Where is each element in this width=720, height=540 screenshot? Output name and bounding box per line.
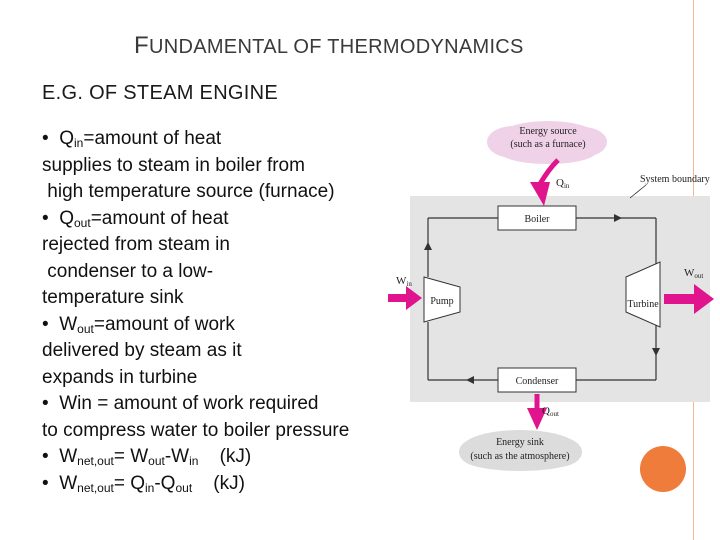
formula-heat-net: • Wnet,out= Qin-Qout (kJ) — [42, 472, 245, 495]
q-in-arrowhead — [530, 182, 550, 206]
bullet-qin-cont-1: supplies to steam in boiler from — [42, 154, 305, 176]
bullet-qin-cont-2: high temperature source (furnace) — [42, 181, 335, 202]
bullet-qout-cont-3: temperature sink — [42, 287, 184, 308]
system-boundary-leader — [629, 184, 647, 199]
decorative-orange-circle — [640, 446, 686, 492]
energy-source-label: Energy source — [519, 126, 577, 137]
q-in-arrow — [537, 158, 560, 186]
bullet-list: • Qin=amount of heat supplies to steam i… — [42, 126, 412, 497]
w-out-arrow — [664, 294, 696, 304]
q-in-label: Qin — [556, 177, 570, 190]
turbine-shape — [625, 261, 661, 328]
pump-label: Pump — [430, 296, 453, 307]
q-out-label: Qout — [542, 405, 559, 418]
w-out-arrowhead — [694, 284, 714, 314]
turbine-label: Turbine — [627, 299, 659, 310]
flow-arrow-right — [652, 348, 660, 356]
w-in-arrowhead — [406, 286, 422, 310]
flow-arrow-top — [614, 214, 622, 222]
bullet-wout: • Wout=amount of work — [42, 313, 235, 336]
w-out-label: Wout — [684, 267, 703, 280]
bullet-win: • Win = amount of work required — [42, 393, 319, 414]
energy-sink-cloud — [459, 430, 582, 471]
page-subtitle: E.G. OF STEAM ENGINE — [42, 82, 279, 104]
system-boundary-label: System boundary — [640, 174, 710, 185]
energy-source-sublabel: (such as a furnace) — [510, 139, 585, 150]
pump-shape — [423, 276, 461, 323]
w-in-arrow — [388, 294, 408, 302]
bullet-qout-cont-2: condenser to a low- — [42, 260, 214, 282]
boiler-label: Boiler — [525, 214, 551, 225]
page-title: FUNDAMENTAL OF THERMODYNAMICS — [134, 32, 524, 59]
condenser-box — [497, 367, 577, 393]
w-in-label: Win — [396, 275, 412, 288]
energy-source-cloud — [487, 121, 607, 164]
q-out-arrowhead — [527, 408, 547, 430]
flow-arrow-left — [424, 242, 432, 250]
bullet-qout: • Qout=amount of heat — [42, 207, 229, 230]
bullet-wout-cont-1: delivered by steam as it — [42, 340, 242, 361]
energy-sink-label: Energy sink — [496, 437, 544, 448]
bullet-qin: • Qin=amount of heat — [42, 128, 222, 150]
steam-engine-diagram: Energy source (such as a furnace) Energy… — [388, 112, 716, 482]
bullet-wout-cont-2: expands in turbine — [42, 366, 198, 388]
condenser-label: Condenser — [516, 376, 559, 387]
energy-sink-sublabel: (such as the atmosphere) — [470, 451, 569, 462]
bullet-qout-cont-1: rejected from steam in — [42, 234, 230, 255]
bullet-win-cont-1: to compress water to boiler pressure — [42, 419, 350, 441]
formula-work-net: • Wnet,out= Wout-Win (kJ) — [42, 446, 252, 468]
boiler-box — [497, 205, 577, 231]
flow-arrow-bottom — [466, 376, 474, 384]
